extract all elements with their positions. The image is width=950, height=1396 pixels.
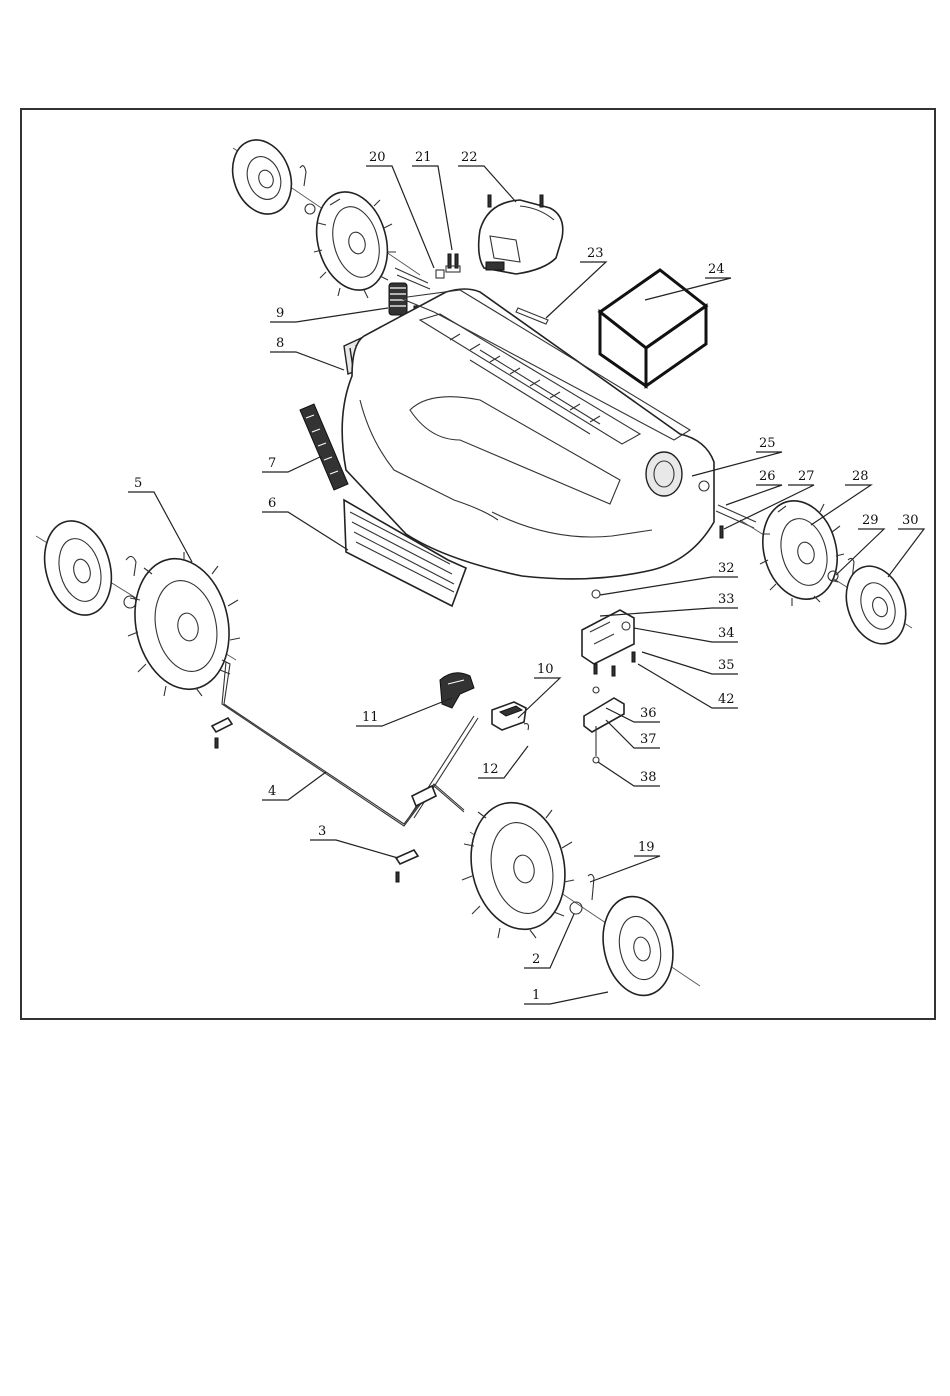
- callout-20: 24: [708, 262, 725, 277]
- callout-7: 7: [268, 456, 276, 471]
- callout-4: 4: [268, 784, 276, 799]
- callout-35: 10: [537, 662, 554, 677]
- callout-21: 25: [759, 436, 776, 451]
- callout-19: 23: [587, 246, 604, 261]
- callout-1: 1: [532, 988, 540, 1003]
- callout-32: 36: [640, 706, 657, 721]
- callout-10: 20: [369, 150, 386, 165]
- callout-11: 21: [415, 150, 432, 165]
- callout-12: 22: [461, 150, 478, 165]
- callout-37: 12: [482, 762, 499, 777]
- callout-22: 26: [759, 469, 776, 484]
- callout-38: 19: [638, 840, 655, 855]
- callout-6: 6: [268, 496, 276, 511]
- callout-27: 32: [718, 561, 735, 576]
- callout-2: 2: [532, 952, 540, 967]
- callout-33: 37: [640, 732, 657, 747]
- callout-36: 11: [362, 710, 379, 725]
- callout-9: 9: [276, 306, 284, 321]
- callout-30: 35: [718, 658, 735, 673]
- callout-5: 5: [134, 476, 142, 491]
- callout-26: 30: [902, 513, 919, 528]
- callout-23: 27: [798, 469, 815, 484]
- callout-29: 34: [718, 626, 735, 641]
- callout-8: 8: [276, 336, 284, 351]
- callout-34: 38: [640, 770, 657, 785]
- callout-25: 29: [862, 513, 879, 528]
- callout-42: 42: [718, 692, 735, 707]
- callout-24: 28: [852, 469, 869, 484]
- callout-28: 33: [718, 592, 735, 607]
- callout-3: 3: [318, 824, 326, 839]
